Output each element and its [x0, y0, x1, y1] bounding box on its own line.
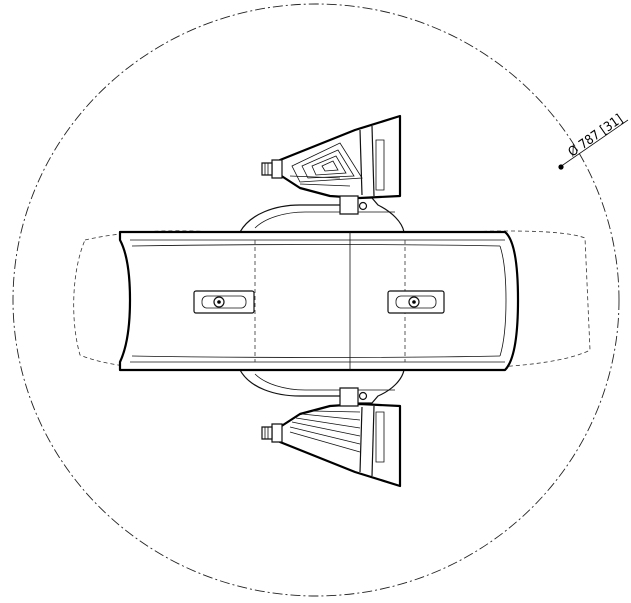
dimension-point — [558, 164, 564, 170]
yoke-arm-top — [238, 197, 405, 233]
dimension-leader-line — [559, 119, 629, 168]
yoke-arm-bottom — [238, 369, 405, 404]
yoke-arm-bottom-line — [254, 373, 395, 391]
mounting-handle-right — [387, 290, 445, 314]
swing-diameter-circle — [12, 3, 620, 597]
bottom-ballast-unit — [261, 387, 402, 488]
top-ballast-unit — [261, 114, 402, 215]
yoke-arm-top-line — [254, 211, 395, 229]
dimension-label: Ø 787 [31] — [566, 112, 626, 160]
head-body — [118, 230, 520, 372]
mounting-handle-left — [193, 290, 255, 314]
